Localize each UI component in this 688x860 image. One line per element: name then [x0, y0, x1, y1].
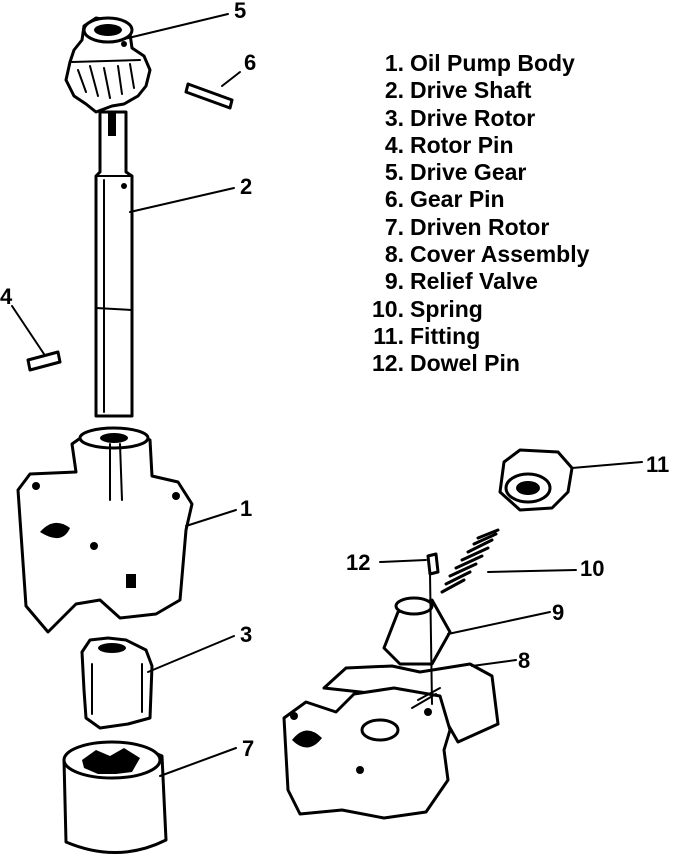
legend-item: 11.Fitting [355, 323, 675, 350]
callout-7: 7 [242, 736, 254, 761]
legend-label: Dowel Pin [410, 350, 520, 377]
legend-number: 10. [372, 295, 404, 322]
legend-item: 9.Relief Valve [355, 268, 675, 295]
legend-number: 2. [384, 77, 404, 104]
gear-pin [184, 82, 234, 110]
callout-2: 2 [240, 174, 252, 199]
legend-number: 5. [384, 159, 404, 186]
legend-label: Relief Valve [410, 268, 538, 295]
spring [440, 528, 500, 594]
parts-legend: 1.Oil Pump Body 2.Drive Shaft 3.Drive Ro… [355, 50, 675, 378]
legend-number: 6. [384, 186, 404, 213]
legend-number: 11. [373, 322, 404, 349]
callout-10: 10 [580, 556, 604, 581]
legend-number: 9. [384, 268, 404, 295]
callout-8: 8 [518, 648, 530, 673]
driven-rotor [62, 740, 168, 854]
legend-item: 5.Drive Gear [355, 159, 675, 186]
drive-gear [64, 16, 152, 114]
legend-label: Drive Rotor [410, 104, 536, 131]
legend-item: 10.Spring [355, 296, 675, 323]
legend-number: 3. [384, 104, 404, 131]
callout-12: 12 [346, 550, 370, 575]
callout-1: 1 [240, 496, 252, 521]
callout-3: 3 [240, 622, 252, 647]
callout-5: 5 [234, 0, 246, 23]
rotor-pin [26, 350, 62, 372]
dowel-pin [426, 552, 440, 576]
legend-item: 4.Rotor Pin [355, 132, 675, 159]
oil-pump-body [16, 426, 194, 634]
legend-number: 8. [384, 241, 404, 268]
legend-number: 12. [372, 350, 404, 377]
legend-label: Drive Gear [410, 159, 527, 186]
legend-item: 1.Oil Pump Body [355, 50, 675, 77]
legend-label: Driven Rotor [410, 213, 550, 240]
legend-number: 7. [384, 213, 404, 240]
legend-label: Rotor Pin [410, 131, 514, 158]
legend-label: Cover Assembly [410, 241, 590, 268]
cover-assembly [282, 662, 500, 820]
legend-item: 7.Driven Rotor [355, 214, 675, 241]
drive-rotor [80, 636, 154, 730]
legend-label: Gear Pin [410, 186, 505, 213]
legend-item: 8.Cover Assembly [355, 241, 675, 268]
legend-item: 6.Gear Pin [355, 186, 675, 213]
legend-label: Oil Pump Body [410, 50, 575, 76]
callout-9: 9 [552, 600, 564, 625]
callout-11: 11 [646, 452, 669, 477]
legend-item: 2.Drive Shaft [355, 77, 675, 104]
legend-label: Fitting [410, 322, 481, 349]
legend-number: 1. [384, 50, 404, 76]
fitting [498, 448, 574, 512]
callout-6: 6 [244, 50, 256, 75]
drive-shaft [94, 110, 134, 418]
relief-valve [382, 596, 452, 666]
leader-lines [11, 13, 643, 777]
legend-item: 12.Dowel Pin [355, 350, 675, 377]
legend-label: Drive Shaft [410, 77, 532, 104]
callout-4: 4 [0, 284, 13, 309]
legend-number: 4. [384, 131, 404, 158]
legend-label: Spring [410, 295, 483, 322]
legend-item: 3.Drive Rotor [355, 105, 675, 132]
